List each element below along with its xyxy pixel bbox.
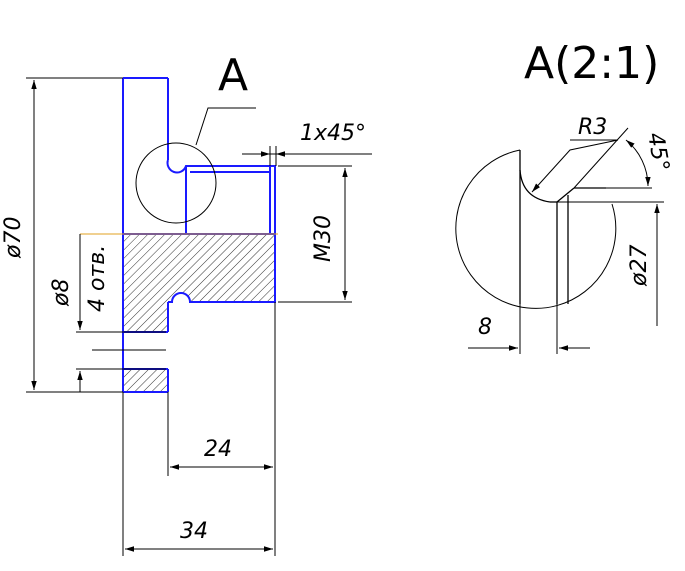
detail-boundary bbox=[455, 149, 617, 309]
angle-arc bbox=[625, 139, 651, 187]
hole-count-label: 4 отв. bbox=[85, 245, 110, 312]
detail-label: A(2:1) bbox=[524, 38, 659, 89]
chamfer-label: 1x45° bbox=[300, 121, 366, 146]
detail-outline bbox=[519, 150, 606, 304]
radius-label: R3 bbox=[578, 115, 607, 140]
view-label: A bbox=[218, 50, 248, 101]
detail-circle bbox=[135, 142, 217, 224]
length-34-label: 34 bbox=[180, 519, 208, 544]
diameter-27-label: ø27 bbox=[627, 245, 652, 287]
thread-label: M30 bbox=[311, 215, 336, 262]
angle-label: 45° bbox=[642, 131, 673, 174]
radius-leader bbox=[531, 139, 619, 193]
outer-diameter-label: ø70 bbox=[1, 217, 26, 259]
hole-diameter-label: ø8 bbox=[49, 279, 74, 307]
length-24-label: 24 bbox=[204, 437, 232, 462]
section-hatch-lower bbox=[123, 369, 168, 392]
detail-leader bbox=[195, 107, 256, 146]
part-outline bbox=[122, 77, 276, 393]
section-hatch-main bbox=[123, 234, 275, 332]
width-8-label: 8 bbox=[478, 315, 492, 340]
